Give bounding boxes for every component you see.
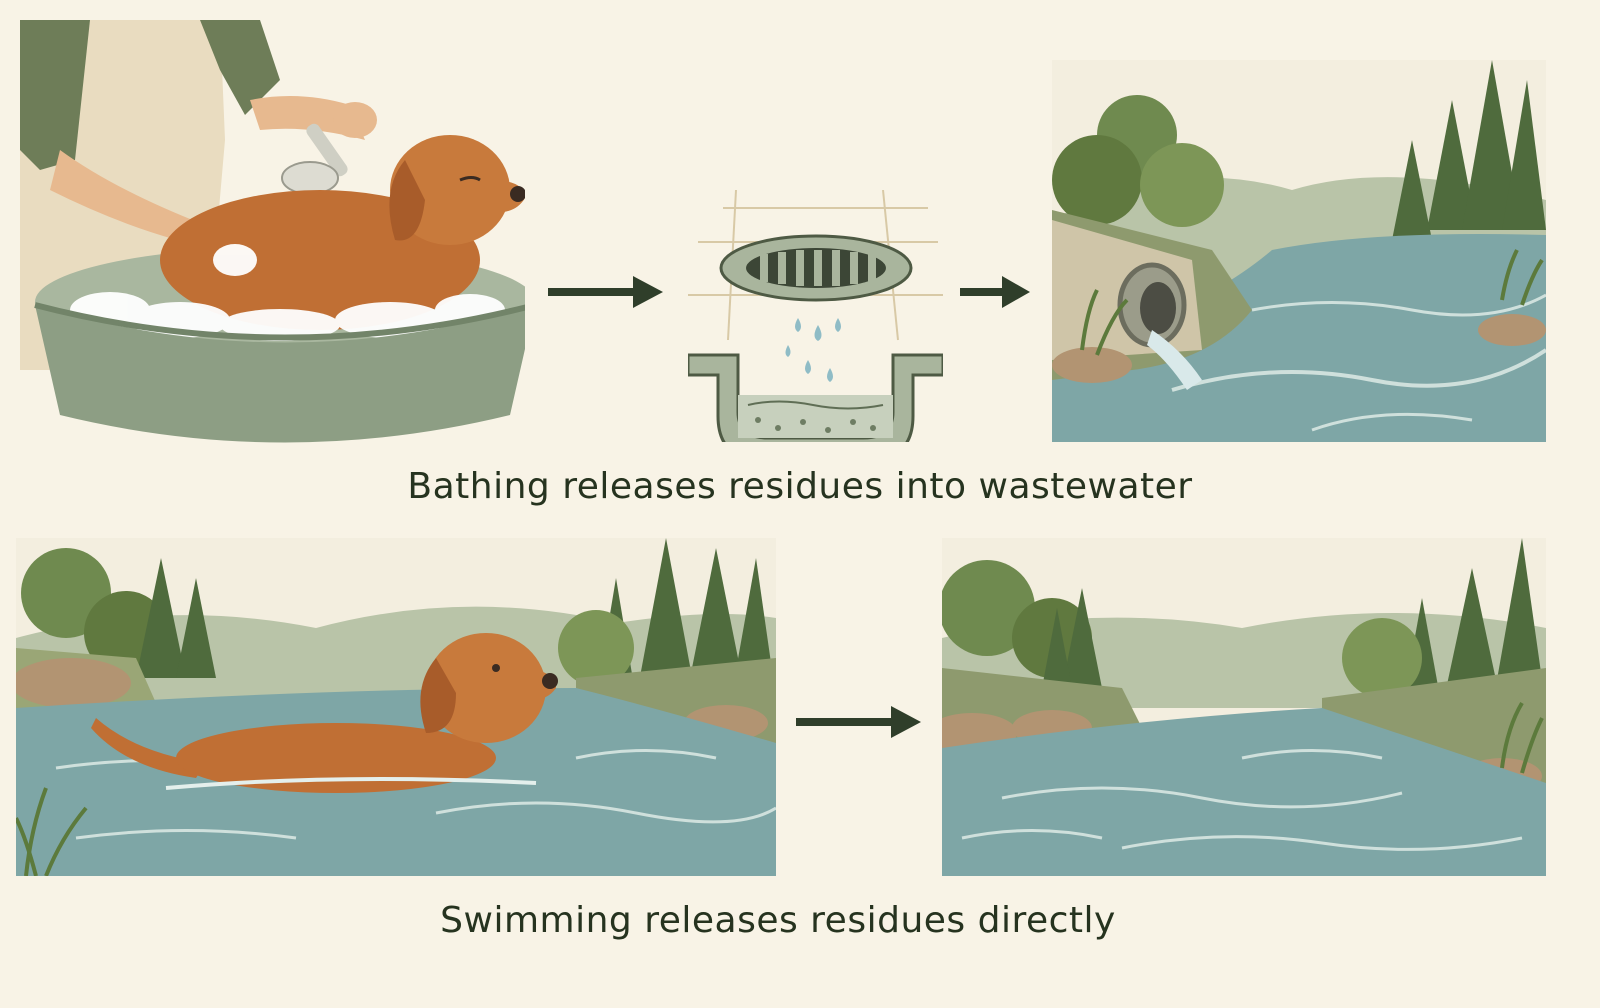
river-outfall-pipe-illustration bbox=[1052, 60, 1546, 442]
floor-drain-pipe-illustration bbox=[688, 190, 943, 442]
river-scene bbox=[942, 538, 1546, 876]
drain-scene bbox=[688, 190, 943, 442]
dog-in-tub-illustration bbox=[20, 20, 525, 443]
river-outfall-scene bbox=[1052, 60, 1546, 442]
row-caption-swimming: Swimming releases residues directly bbox=[440, 900, 1116, 941]
dog-bath-scene bbox=[20, 20, 525, 452]
arrow-right-icon bbox=[796, 704, 921, 740]
dog-swimming-river-illustration bbox=[16, 538, 776, 876]
river-landscape-illustration bbox=[942, 538, 1546, 876]
dog-swimming-scene bbox=[16, 538, 776, 876]
arrow-right-icon bbox=[960, 274, 1030, 310]
arrow-right-icon bbox=[548, 274, 663, 310]
row-caption-bathing: Bathing releases residues into wastewate… bbox=[407, 466, 1193, 507]
